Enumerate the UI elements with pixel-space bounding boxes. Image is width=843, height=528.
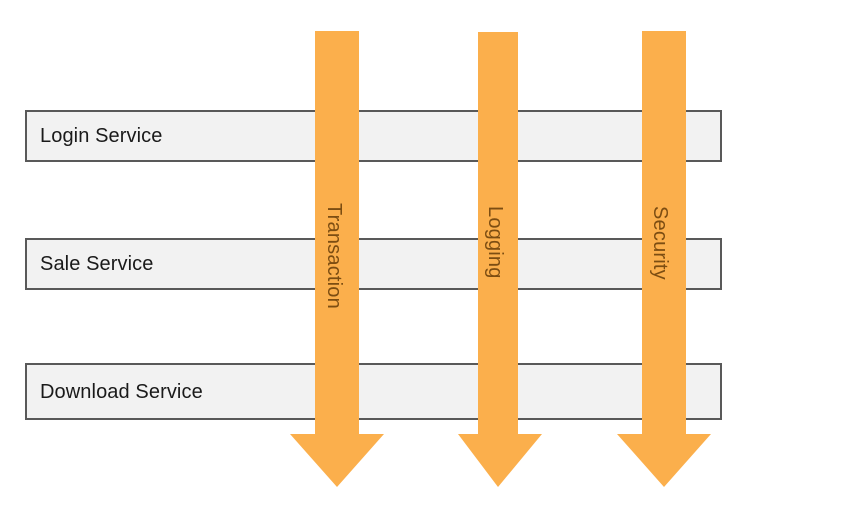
concern-arrow-security[interactable]	[617, 31, 711, 487]
service-box-sale[interactable]: Sale Service	[25, 238, 722, 290]
concern-arrow-transaction[interactable]	[290, 31, 384, 487]
service-box-download[interactable]: Download Service	[25, 363, 722, 420]
down-arrow-shape	[617, 31, 711, 487]
service-label-login: Login Service	[40, 125, 163, 147]
down-arrow-shape	[290, 31, 384, 487]
concern-arrow-logging[interactable]	[458, 32, 542, 487]
concern-label-security: Security	[649, 206, 671, 280]
concern-label-logging: Logging	[484, 206, 506, 279]
service-label-download: Download Service	[40, 380, 203, 403]
service-box-login[interactable]: Login Service	[25, 110, 722, 162]
down-arrow-shape	[458, 32, 542, 487]
service-label-sale: Sale Service	[40, 253, 154, 275]
concern-label-transaction: Transaction	[323, 203, 345, 309]
